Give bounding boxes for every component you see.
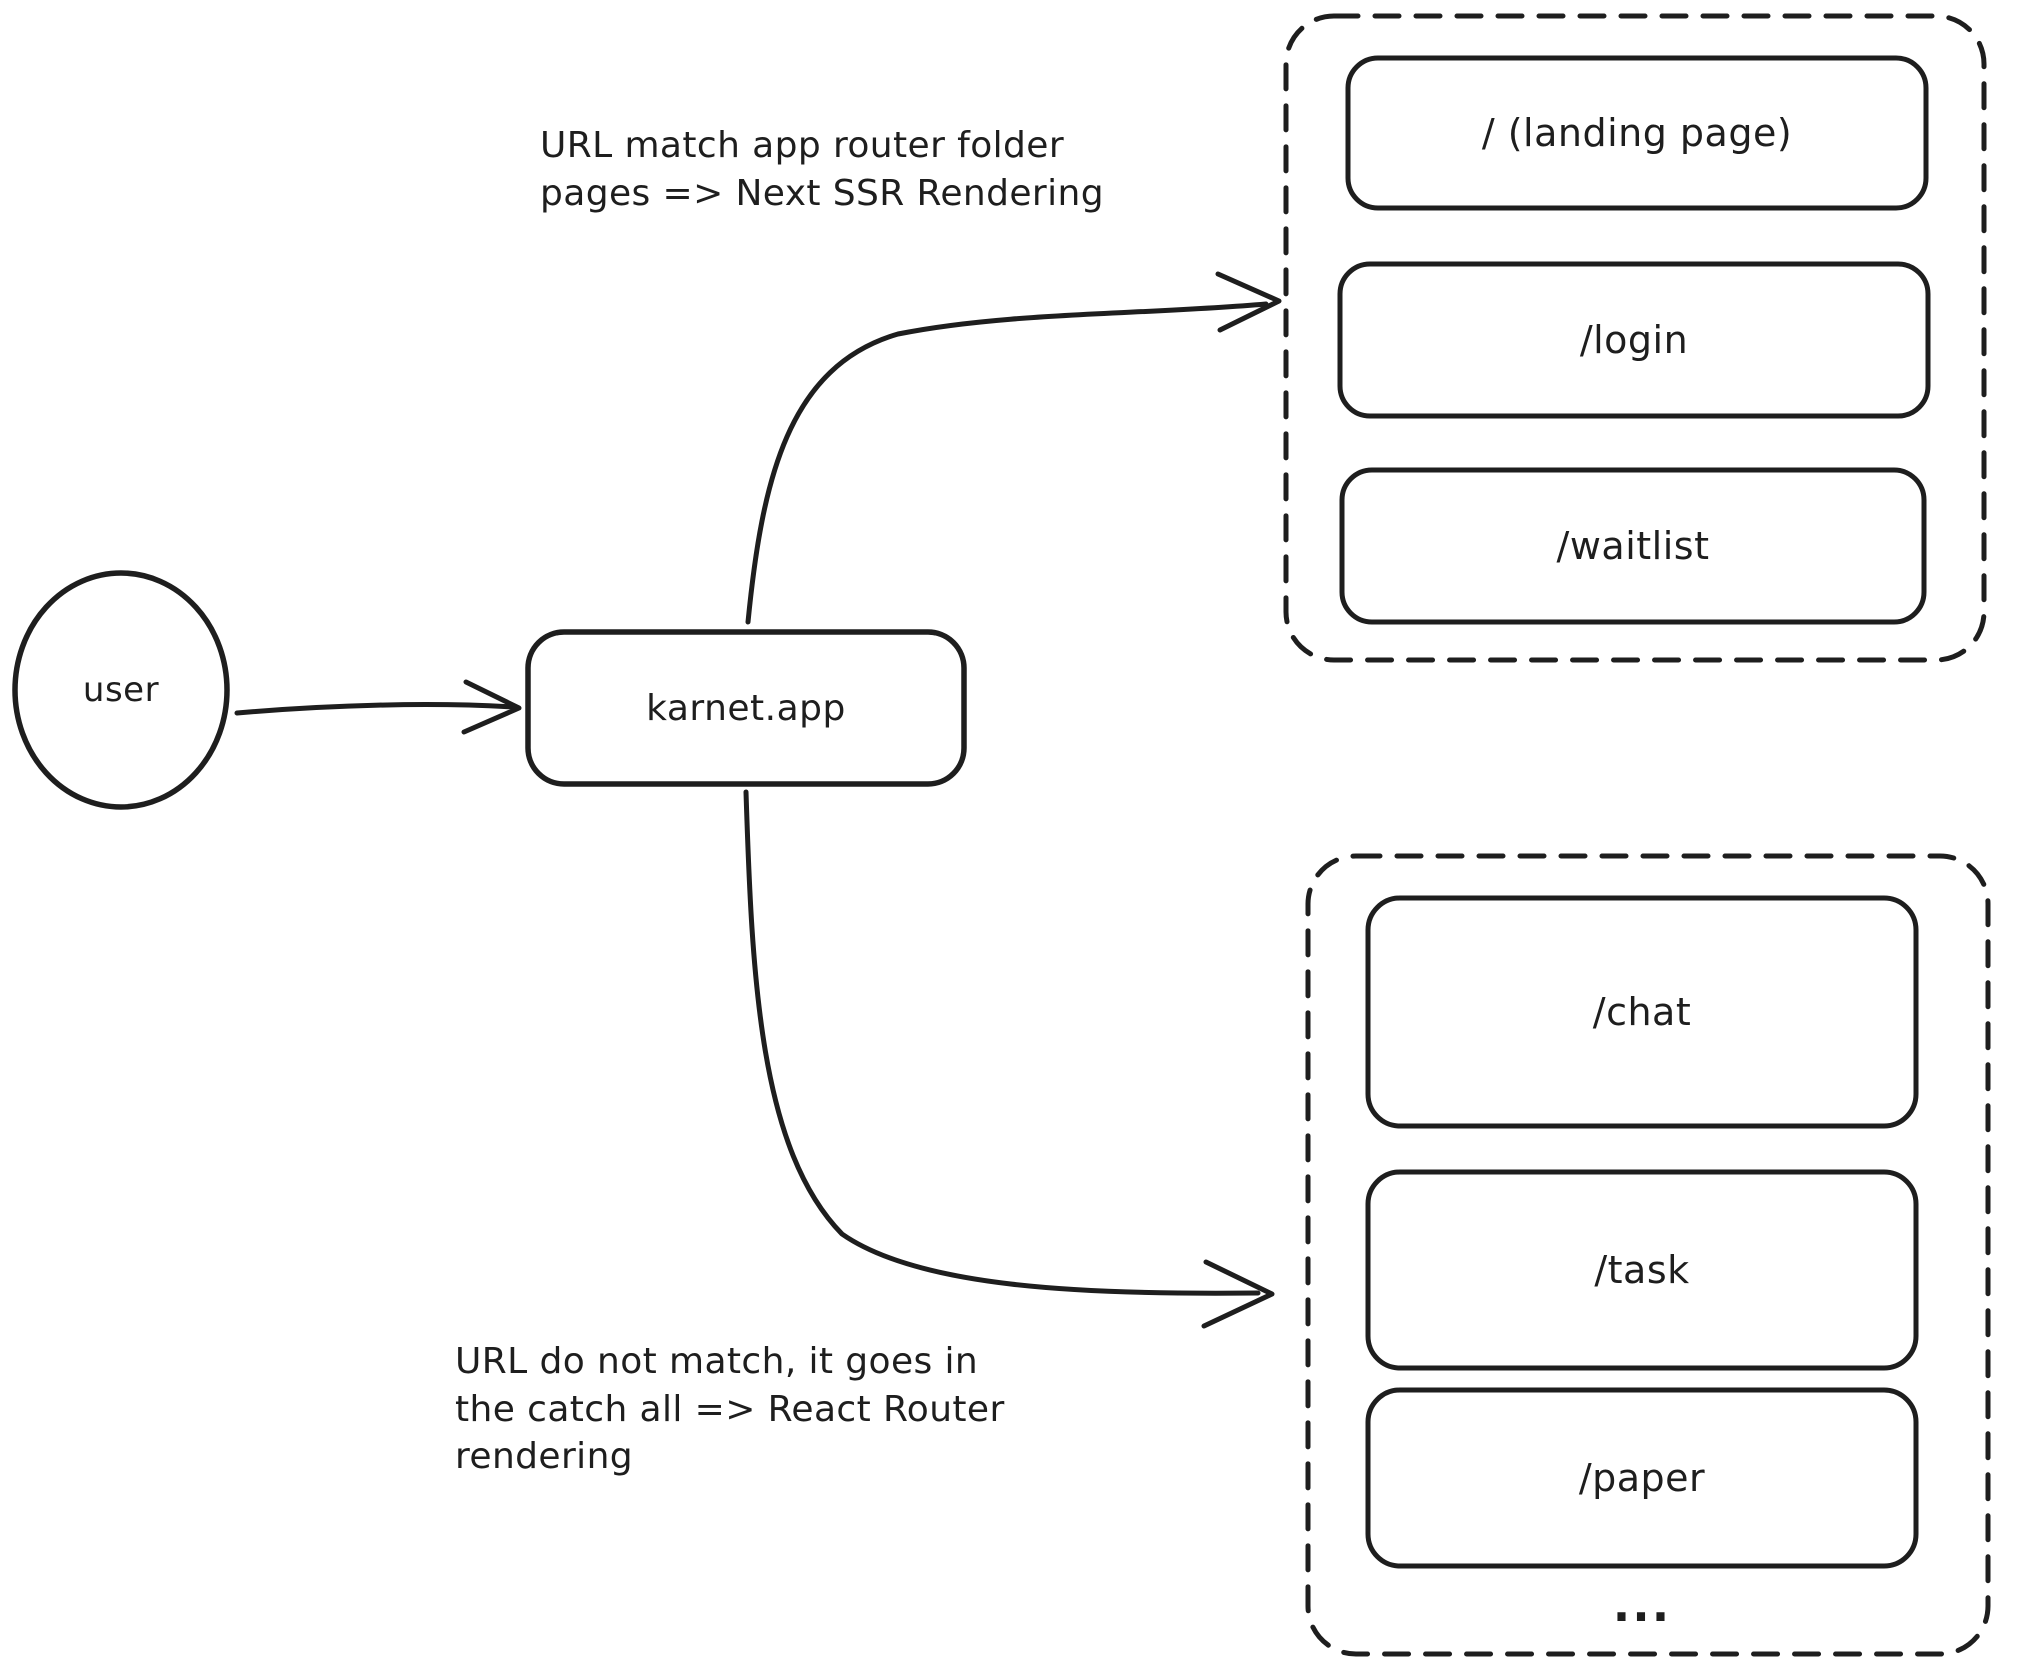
spa-route-box-task — [1365, 1169, 1919, 1371]
app-node-box — [525, 629, 967, 787]
app-node-label: karnet.app — [646, 687, 846, 729]
ssr-route-label-waitlist: /waitlist — [1556, 524, 1710, 568]
ssr-route-label-landing: / (landing page) — [1481, 111, 1793, 155]
user-node-label: user — [82, 670, 160, 710]
ssr-route-box-landing — [1345, 55, 1929, 211]
react-router-annotation: URL do not match, it goes in the catch a… — [455, 1341, 1005, 1478]
spa-group-container — [1305, 853, 1991, 1657]
spa-route-box-chat — [1365, 895, 1919, 1129]
app-to-spa-arrow — [743, 789, 1275, 1329]
user-node-circle — [12, 570, 230, 810]
ssr-route-box-waitlist — [1339, 467, 1927, 625]
ssr-route-label-login: /login — [1579, 318, 1689, 362]
spa-route-label-ellipsis: ... — [1612, 1578, 1672, 1632]
spa-route-label-task: /task — [1594, 1248, 1690, 1292]
user-to-app-arrow — [234, 679, 522, 735]
spa-route-label-paper: /paper — [1578, 1456, 1706, 1500]
spa-route-label-chat: /chat — [1592, 990, 1692, 1034]
ssr-annotation: URL match app router folder pages => Nex… — [540, 125, 1104, 214]
spa-route-box-paper — [1365, 1387, 1919, 1569]
ssr-route-box-login — [1337, 261, 1931, 419]
ssr-group-container — [1283, 13, 1987, 663]
app-to-ssr-arrow — [745, 271, 1282, 625]
